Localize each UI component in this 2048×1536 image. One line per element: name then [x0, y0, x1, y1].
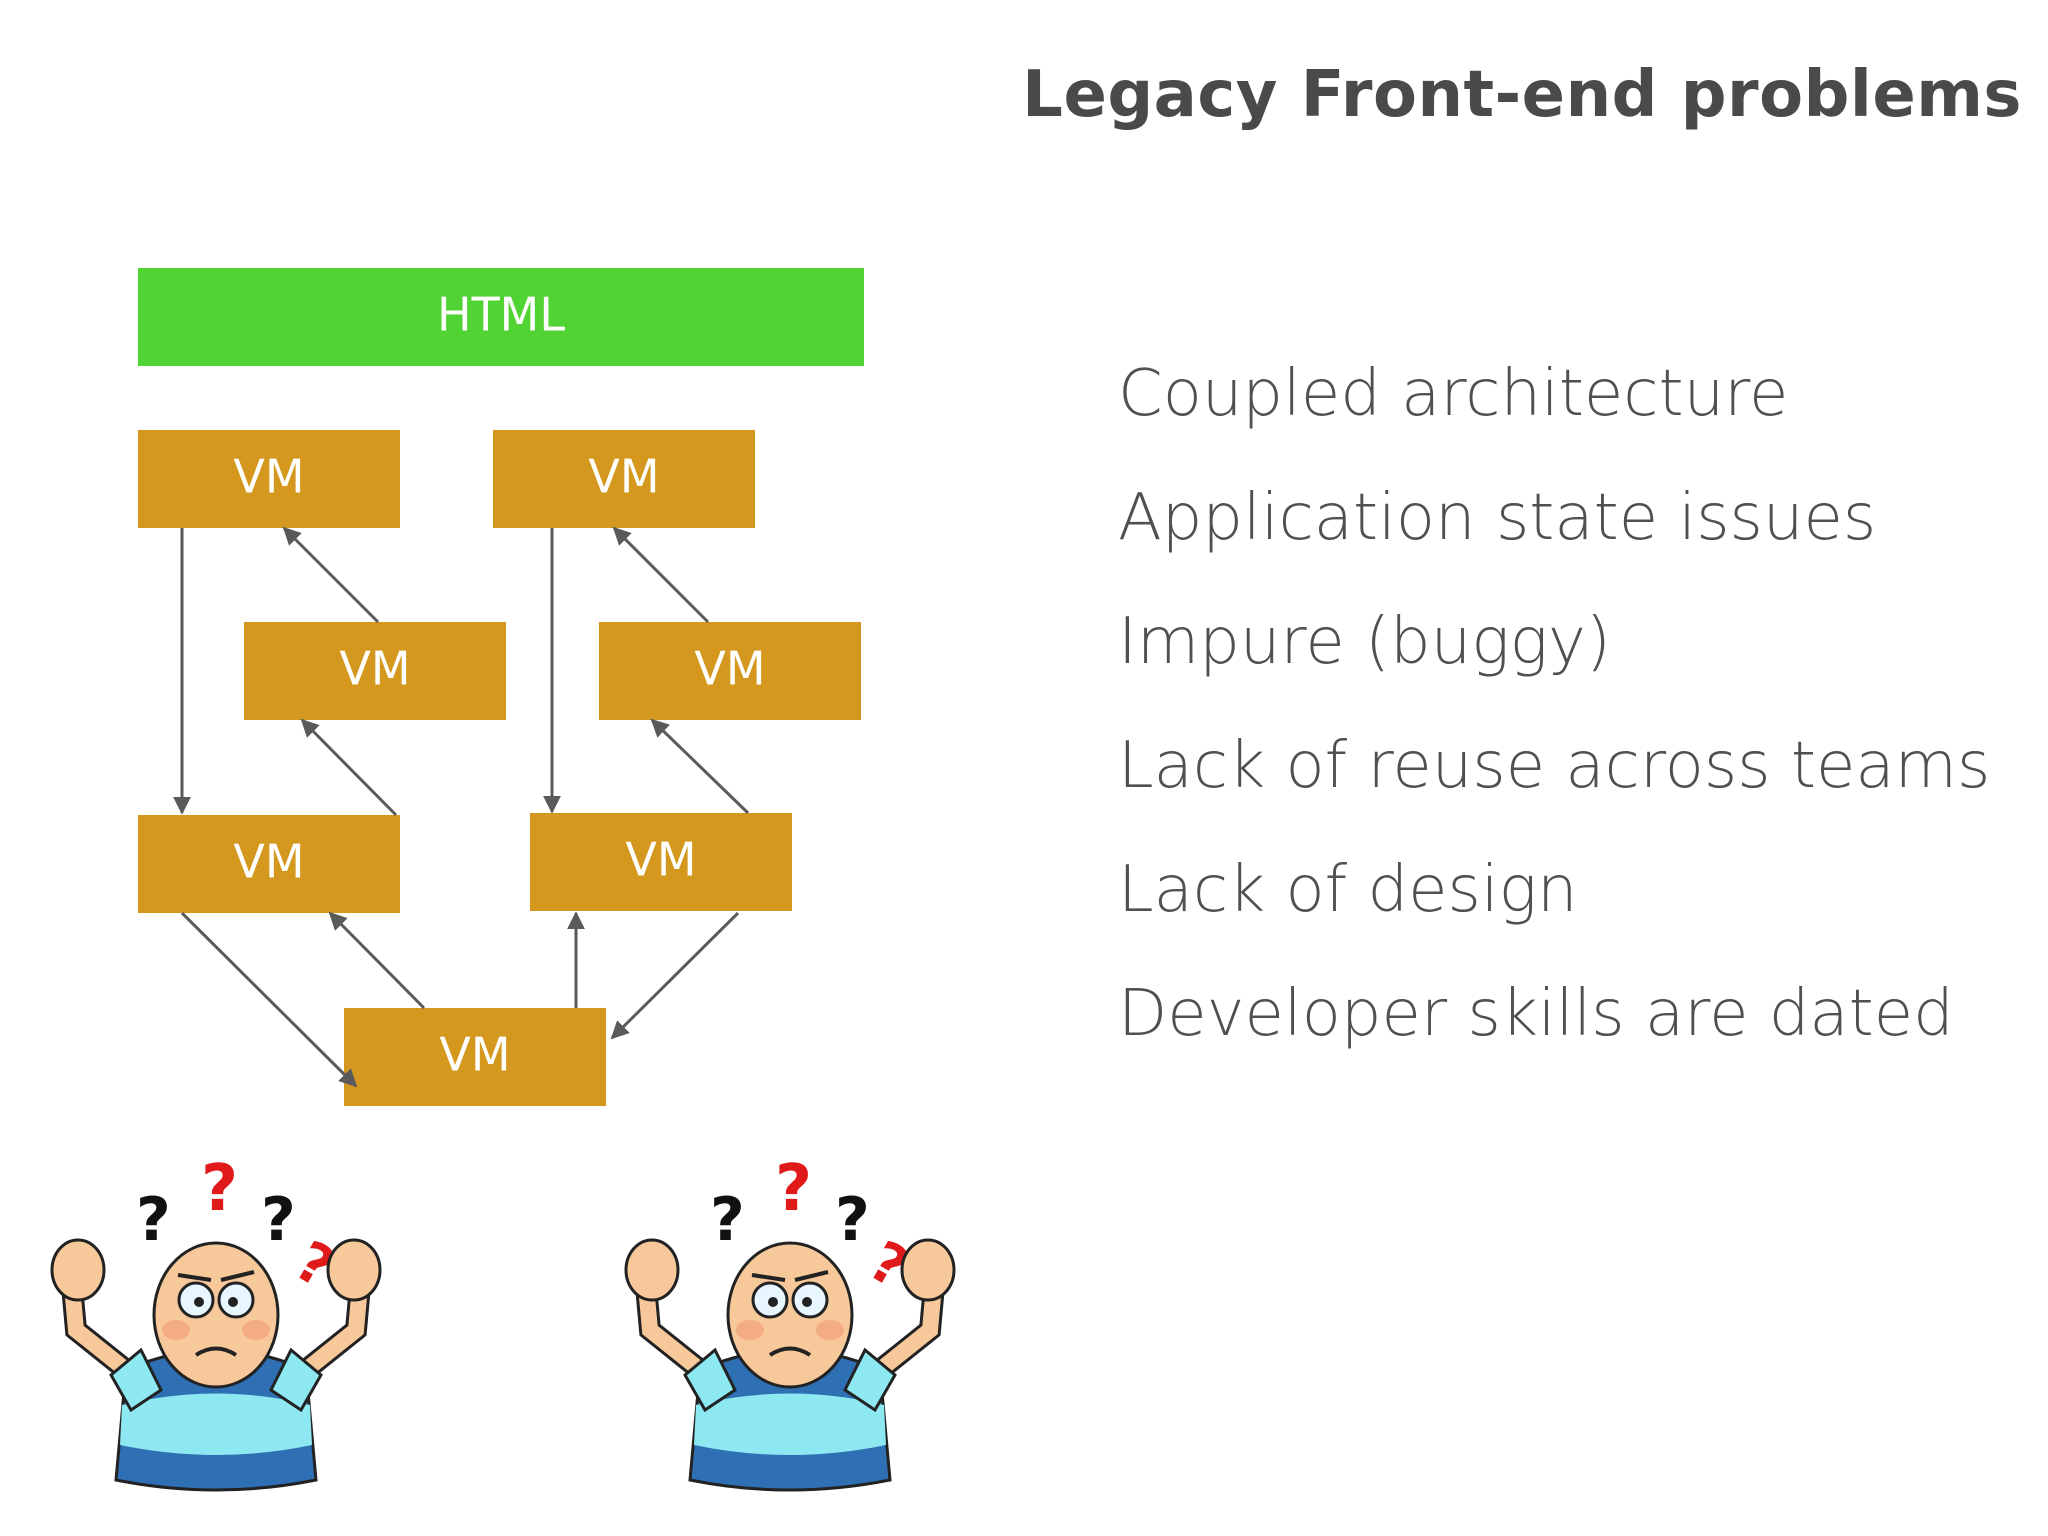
slide-title: Legacy Front-end problems	[1022, 58, 2022, 132]
bullet-item: Lack of design	[1118, 853, 1578, 927]
vm-box	[344, 1008, 606, 1106]
vm-label: VM	[233, 835, 304, 889]
confused-developer-icon	[52, 1152, 380, 1490]
dependency-arrow	[300, 718, 398, 817]
vm-label: VM	[588, 450, 659, 504]
bullet-item: Impure (buggy)	[1118, 605, 1611, 679]
vm-label: VM	[339, 642, 410, 696]
bullet-list: Coupled architecture Application state i…	[1118, 362, 1990, 1106]
vm-label: VM	[625, 833, 696, 887]
vm-box	[138, 815, 400, 913]
dependency-arrow	[610, 911, 740, 1040]
vm-box	[493, 430, 755, 528]
html-label: HTML	[437, 288, 565, 342]
vm-label: VM	[233, 450, 304, 504]
architecture-diagram: ? ? ? ? ?	[0, 268, 1000, 1536]
vm-box	[530, 813, 792, 911]
dependency-arrow	[180, 911, 358, 1088]
vm-box	[244, 622, 506, 720]
bullet-item: Application state issues	[1118, 481, 1877, 555]
dependency-arrow	[650, 718, 750, 815]
bullet-item: Lack of reuse across teams	[1118, 729, 1991, 803]
vm-label: VM	[439, 1028, 510, 1082]
vm-box	[599, 622, 861, 720]
dependency-arrow	[612, 526, 710, 624]
dependency-arrow	[282, 526, 380, 624]
html-box	[138, 268, 864, 366]
vm-box	[138, 430, 400, 528]
confused-developer-icon	[626, 1152, 954, 1490]
dependency-arrow	[328, 911, 426, 1010]
bullet-item: Coupled architecture	[1118, 357, 1789, 431]
vm-label: VM	[694, 642, 765, 696]
bullet-item: Developer skills are dated	[1118, 977, 1954, 1051]
